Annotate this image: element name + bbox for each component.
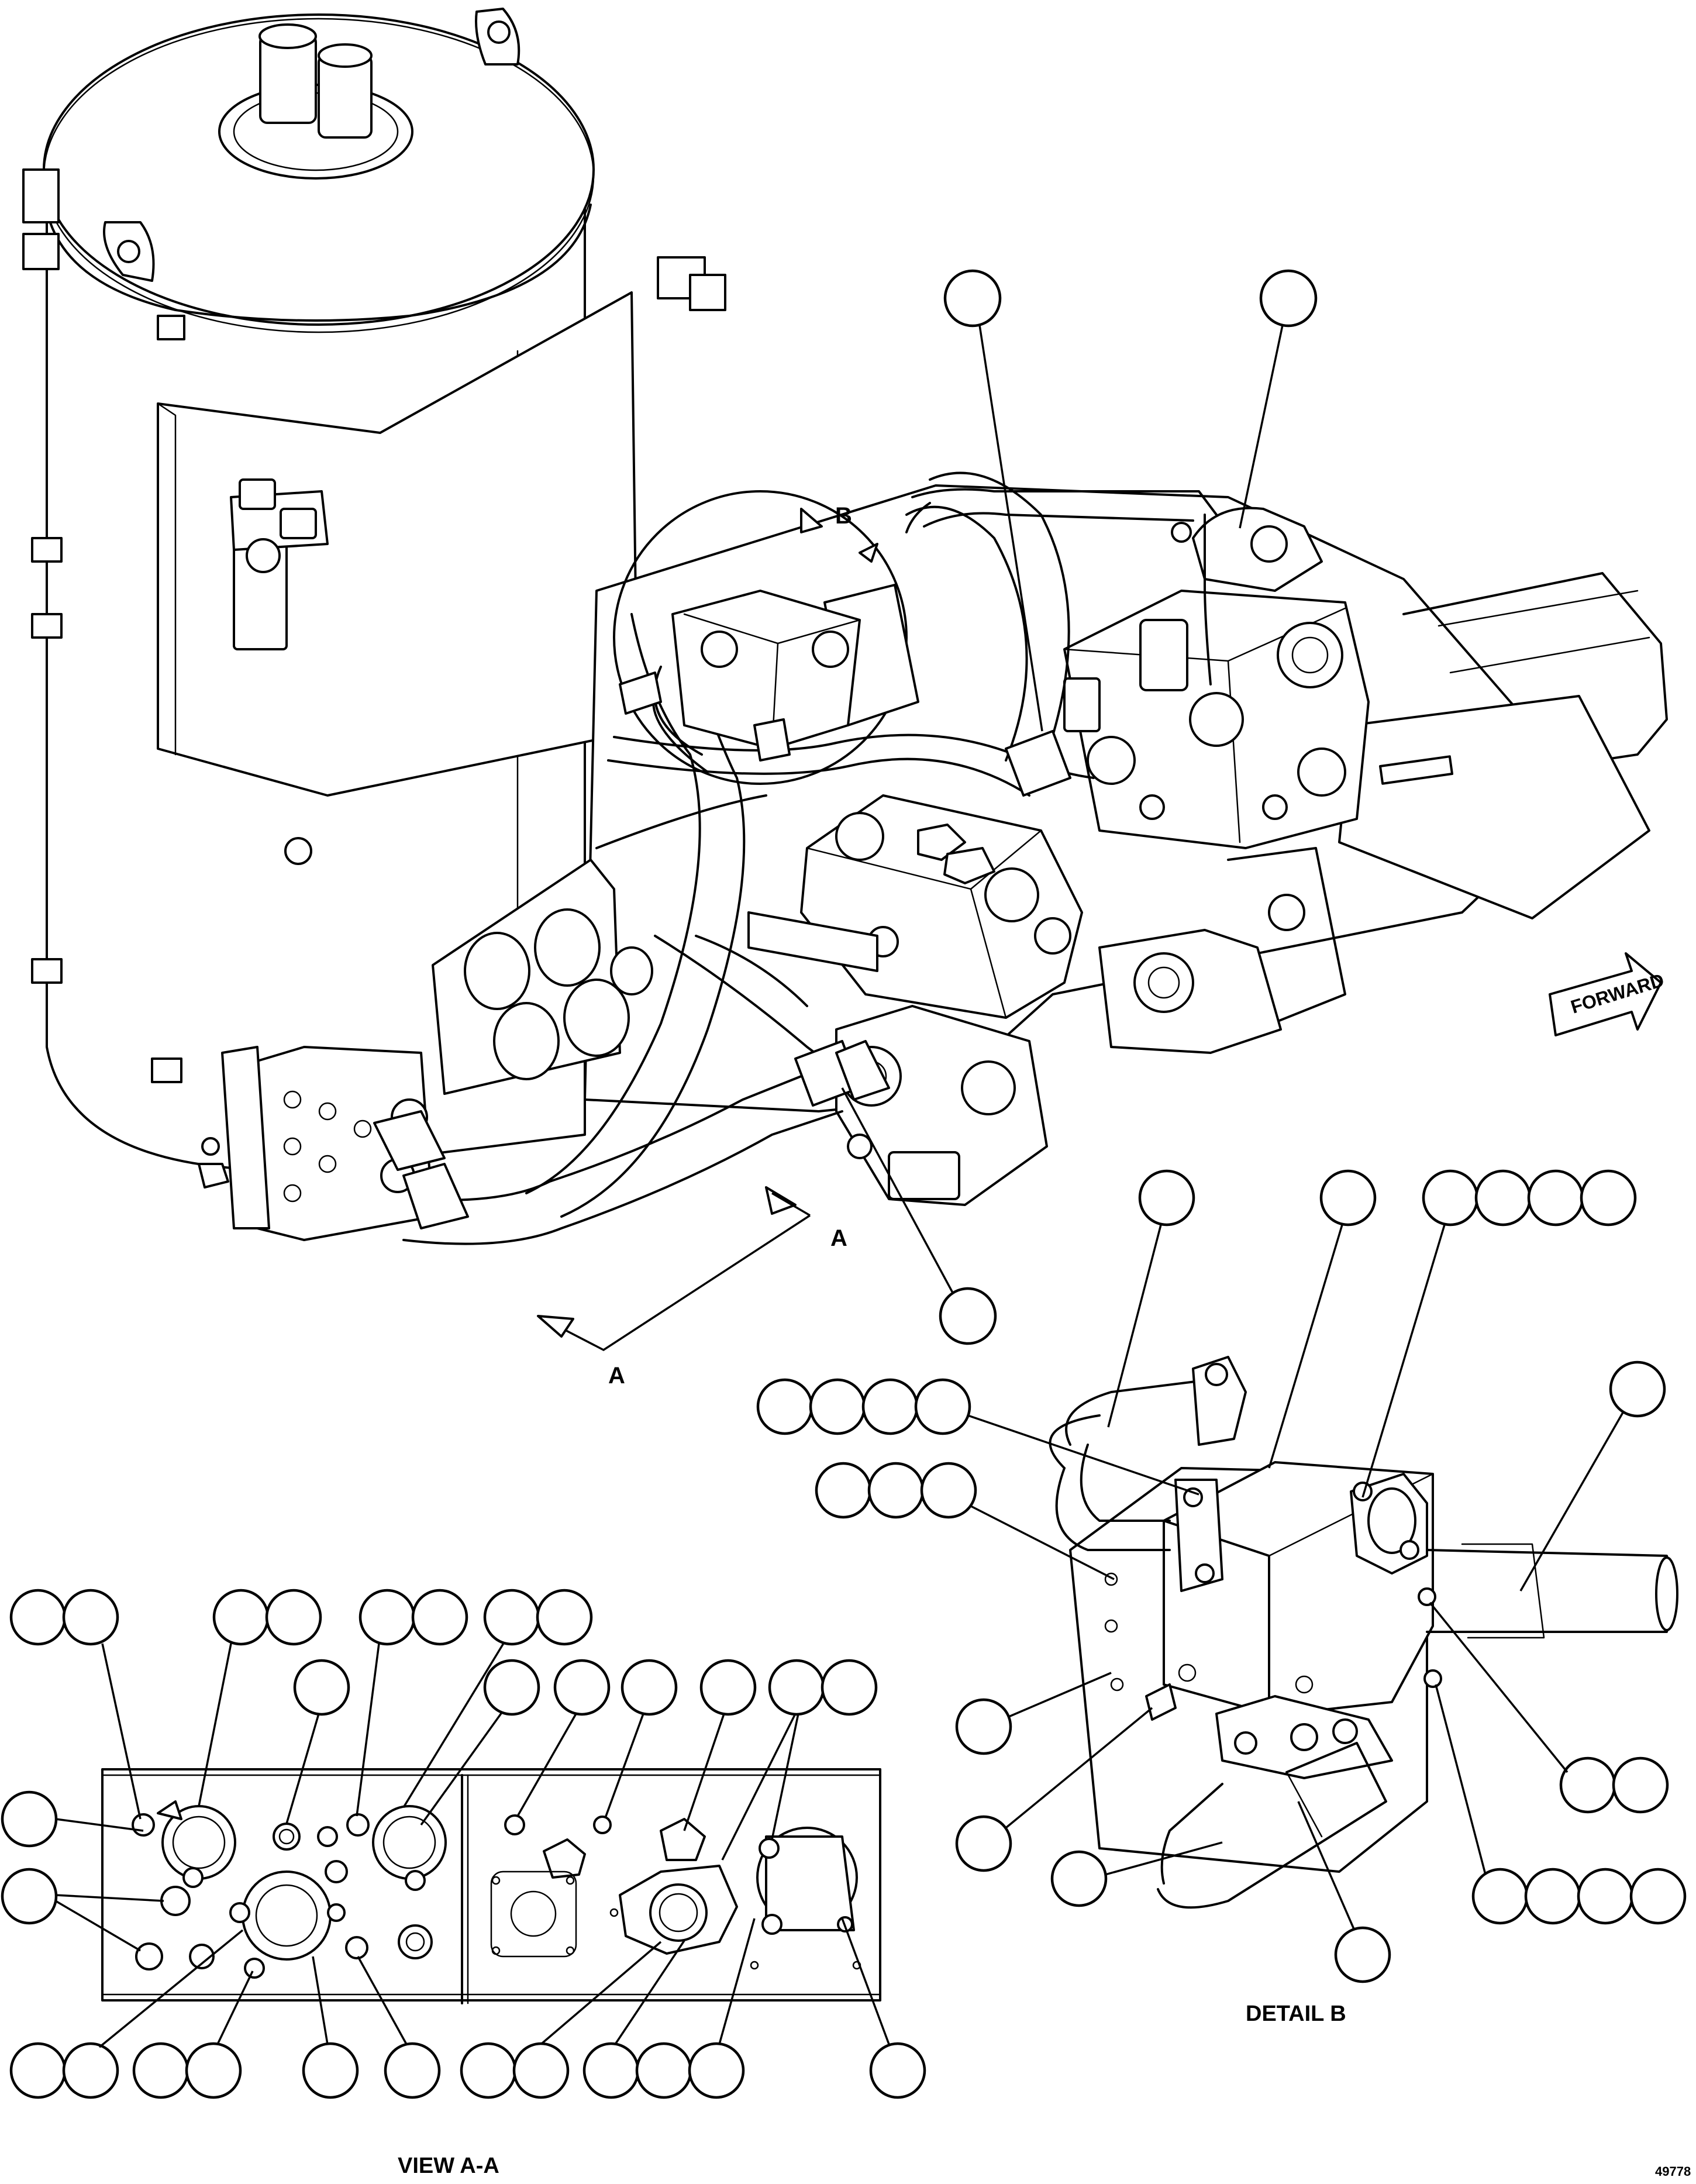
callout-bubble	[1050, 1850, 1108, 1907]
view-aa-caption: VIEW A-A	[398, 2154, 499, 2178]
callout-bubble	[1319, 1169, 1377, 1227]
callout-bubble	[1559, 1756, 1616, 1814]
callout-bubble	[1471, 1868, 1529, 1925]
callout-bubble	[688, 2042, 745, 2099]
callout-bubble	[1, 1868, 58, 1925]
callout-bubble	[1612, 1756, 1669, 1814]
callout-bubble	[635, 2042, 692, 2099]
detail-b-caption: DETAIL B	[1246, 2002, 1346, 2026]
callout-bubble	[939, 1287, 997, 1345]
callout-bubble	[1474, 1169, 1532, 1227]
callout-bubble	[1422, 1169, 1479, 1227]
callout-bubble	[536, 1589, 593, 1646]
detail-b-marker: B	[835, 503, 852, 529]
callout-bubble	[132, 2042, 189, 2099]
callout-bubble	[9, 1589, 67, 1646]
callout-bubble	[955, 1815, 1012, 1872]
callout-bubble	[483, 1659, 540, 1716]
view-aa-callouts	[1, 1589, 926, 2099]
main-view-callouts	[841, 269, 1318, 1345]
detail-b-view: DETAIL B	[756, 1169, 1687, 2026]
callout-bubble	[867, 1462, 925, 1519]
callout-bubble	[914, 1378, 971, 1435]
callout-bubble	[185, 2042, 242, 2099]
drawing-number: 49778	[1655, 2164, 1691, 2179]
main-pump-assembly	[1063, 507, 1370, 849]
callout-bubble	[861, 1378, 919, 1435]
callout-bubble	[212, 1589, 270, 1646]
section-label-bottom: A	[608, 1363, 625, 1389]
callout-bubble	[756, 1378, 813, 1435]
callout-bubble	[1334, 1926, 1391, 1983]
view-aa: VIEW A-A	[1, 1589, 926, 2178]
callout-bubble	[582, 2042, 640, 2099]
callout-bubble	[869, 2042, 926, 2099]
callout-bubble	[699, 1659, 757, 1716]
callout-bubble	[920, 1462, 977, 1519]
callout-bubble	[943, 269, 1002, 328]
callout-bubble	[293, 1659, 350, 1716]
callout-bubble	[483, 1589, 540, 1646]
accumulator-row	[432, 859, 653, 1095]
callout-bubble	[411, 1589, 468, 1646]
callout-bubble	[1524, 1868, 1581, 1925]
callout-bubble	[302, 2042, 359, 2099]
callout-bubble	[384, 2042, 441, 2099]
detail-circle-icon: B	[613, 490, 919, 785]
callout-bubble	[1, 1790, 58, 1848]
callout-bubble	[1527, 1169, 1584, 1227]
callout-bubble	[512, 2042, 570, 2099]
main-assembly-view: FORWARD B A A	[22, 8, 1668, 1389]
callout-bubble	[265, 1589, 322, 1646]
callout-bubble	[1259, 269, 1318, 328]
callout-bubble	[1138, 1169, 1195, 1227]
callout-bubble	[1577, 1868, 1634, 1925]
callout-bubble	[821, 1659, 878, 1716]
callout-bubble	[1580, 1169, 1637, 1227]
callout-bubble	[62, 1589, 119, 1646]
callout-bubble	[358, 1589, 416, 1646]
lower-manifold	[198, 859, 653, 1241]
callout-bubble	[955, 1698, 1012, 1755]
callout-bubble	[768, 1659, 825, 1716]
detail-b-callouts	[756, 1169, 1687, 1983]
callout-bubble	[809, 1378, 866, 1435]
callout-bubble	[815, 1462, 872, 1519]
callout-bubble	[460, 2042, 517, 2099]
callout-bubble	[9, 2042, 67, 2099]
callout-bubble	[1629, 1868, 1687, 1925]
hose-bundle	[402, 471, 1218, 1245]
callout-bubble	[621, 1659, 678, 1716]
callout-bubble	[553, 1659, 611, 1716]
callout-bubble	[1609, 1360, 1666, 1418]
view-aa-right-ports	[490, 1814, 861, 1970]
callout-bubble	[62, 2042, 119, 2099]
view-aa-left-ports	[132, 1800, 447, 1979]
forward-arrow-icon: FORWARD	[1549, 952, 1667, 1036]
section-label-top: A	[830, 1225, 847, 1251]
section-arrow-icon: A A	[537, 1186, 847, 1389]
